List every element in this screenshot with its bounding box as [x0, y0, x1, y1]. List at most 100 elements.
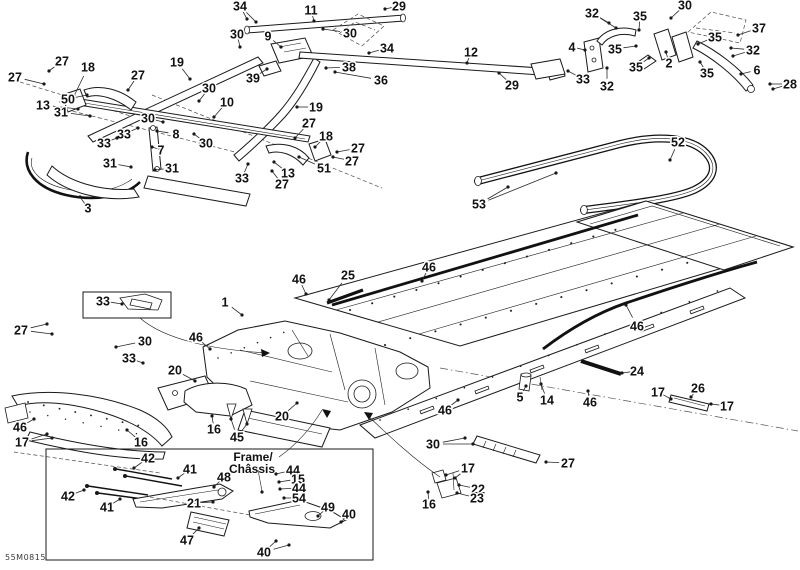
fastener-dot — [150, 145, 154, 149]
fastener-dot — [125, 428, 129, 432]
fastener-dot — [586, 389, 590, 393]
callout-number-25: 25 — [341, 269, 355, 283]
fastener-dot — [457, 483, 461, 487]
leader-line — [322, 28, 341, 32]
fastener-dot — [270, 169, 274, 173]
callout-number-27: 27 — [131, 69, 145, 83]
callout-number-27: 27 — [302, 117, 316, 131]
leader-line — [298, 156, 315, 165]
fastener-dot — [132, 466, 136, 470]
fastener-dot — [277, 480, 281, 484]
leader-line — [368, 49, 380, 54]
callout-number-27: 27 — [275, 178, 289, 192]
callout-number-42: 42 — [61, 490, 75, 504]
fastener-dot — [444, 473, 448, 477]
leader-line — [336, 149, 350, 153]
fastener-dot — [731, 54, 735, 58]
callout-number-18: 18 — [319, 130, 333, 144]
fastener-dot — [605, 66, 609, 70]
fastener-dot — [471, 442, 475, 446]
leader-line — [213, 107, 223, 118]
fastener-dot — [208, 347, 212, 351]
fastener-dot — [229, 417, 233, 421]
fastener-dot — [272, 160, 276, 164]
callout-number-31: 31 — [54, 106, 68, 120]
callout-number-27: 27 — [561, 457, 575, 471]
fastener-dot — [426, 490, 430, 494]
callout-number-16: 16 — [134, 436, 148, 450]
callout-number-19: 19 — [170, 56, 184, 70]
leader-line — [271, 170, 279, 180]
fastener-dot — [129, 165, 133, 169]
leader-line — [487, 186, 509, 200]
leader-line — [294, 128, 304, 139]
leader-line — [625, 304, 633, 318]
fastener-dot — [45, 432, 49, 436]
leader-line — [456, 492, 470, 497]
callout-number-32: 32 — [600, 80, 614, 94]
callout-number-21: 21 — [187, 497, 201, 511]
fastener-dot — [155, 129, 159, 133]
fastener-dot — [453, 476, 457, 480]
fastener-dot — [254, 20, 258, 24]
fastener-dot — [115, 136, 119, 140]
fastener-dot — [669, 16, 673, 20]
callout-number-2: 2 — [666, 57, 673, 71]
fastener-dot — [696, 42, 700, 46]
fastener-dot — [689, 395, 693, 399]
leader-line — [332, 156, 345, 160]
leader-line — [24, 78, 45, 85]
fastener-dot — [120, 302, 124, 306]
fastener-dot — [709, 402, 713, 406]
callout-number-46: 46 — [630, 320, 644, 334]
leader-line — [201, 341, 211, 350]
leader-line — [449, 399, 459, 407]
callout-number-30: 30 — [202, 82, 216, 96]
callout-number-30: 30 — [426, 438, 440, 452]
leader-line — [52, 105, 79, 110]
callout-number-46: 46 — [189, 331, 203, 345]
callout-number-41: 41 — [100, 501, 114, 515]
callout-number-19: 19 — [309, 101, 323, 115]
callout-number-34: 34 — [380, 42, 394, 56]
fastener-dot — [367, 51, 371, 55]
fastener-dot — [212, 485, 216, 489]
fastener-dot — [161, 120, 165, 124]
fastener-dot — [50, 332, 54, 336]
leader-line — [275, 471, 287, 475]
callout-number-46: 46 — [438, 404, 452, 418]
callout-number-27: 27 — [351, 142, 365, 156]
fastener-dot — [313, 145, 317, 149]
fastener-dot — [76, 107, 80, 111]
callout-number-16: 16 — [422, 498, 436, 512]
fastener-dot — [316, 514, 320, 518]
fastener-dot — [768, 82, 772, 86]
callout-number-18: 18 — [81, 61, 95, 75]
callout-number-11: 11 — [304, 4, 317, 18]
leader-line — [126, 429, 136, 438]
inset-rail-parts — [85, 467, 348, 537]
fastener-dot — [32, 417, 36, 421]
leader-line — [301, 284, 307, 295]
fastener-dot — [197, 99, 201, 103]
callout-number-34: 34 — [233, 0, 247, 14]
leader-line — [48, 64, 58, 72]
callout-number-1: 1 — [222, 296, 229, 310]
leader-line — [458, 484, 471, 488]
leader-line — [154, 168, 166, 171]
fastener-dot — [114, 345, 118, 349]
callout-number-29: 29 — [392, 0, 406, 14]
fastener-dot — [620, 371, 624, 375]
fastener-dot — [197, 526, 201, 530]
leader-line — [454, 471, 464, 479]
fastener-dot — [771, 87, 775, 91]
callout-number-33: 33 — [576, 73, 590, 87]
inset-title-line2: Châssis — [229, 462, 275, 476]
callout-number-44: 44 — [292, 482, 306, 496]
leader-line — [181, 68, 191, 80]
callout-number-33: 33 — [96, 295, 110, 309]
leader-line — [732, 52, 746, 57]
callout-number-17: 17 — [720, 400, 734, 414]
callout-number-42: 42 — [141, 452, 155, 466]
callout-number-48: 48 — [217, 471, 231, 485]
